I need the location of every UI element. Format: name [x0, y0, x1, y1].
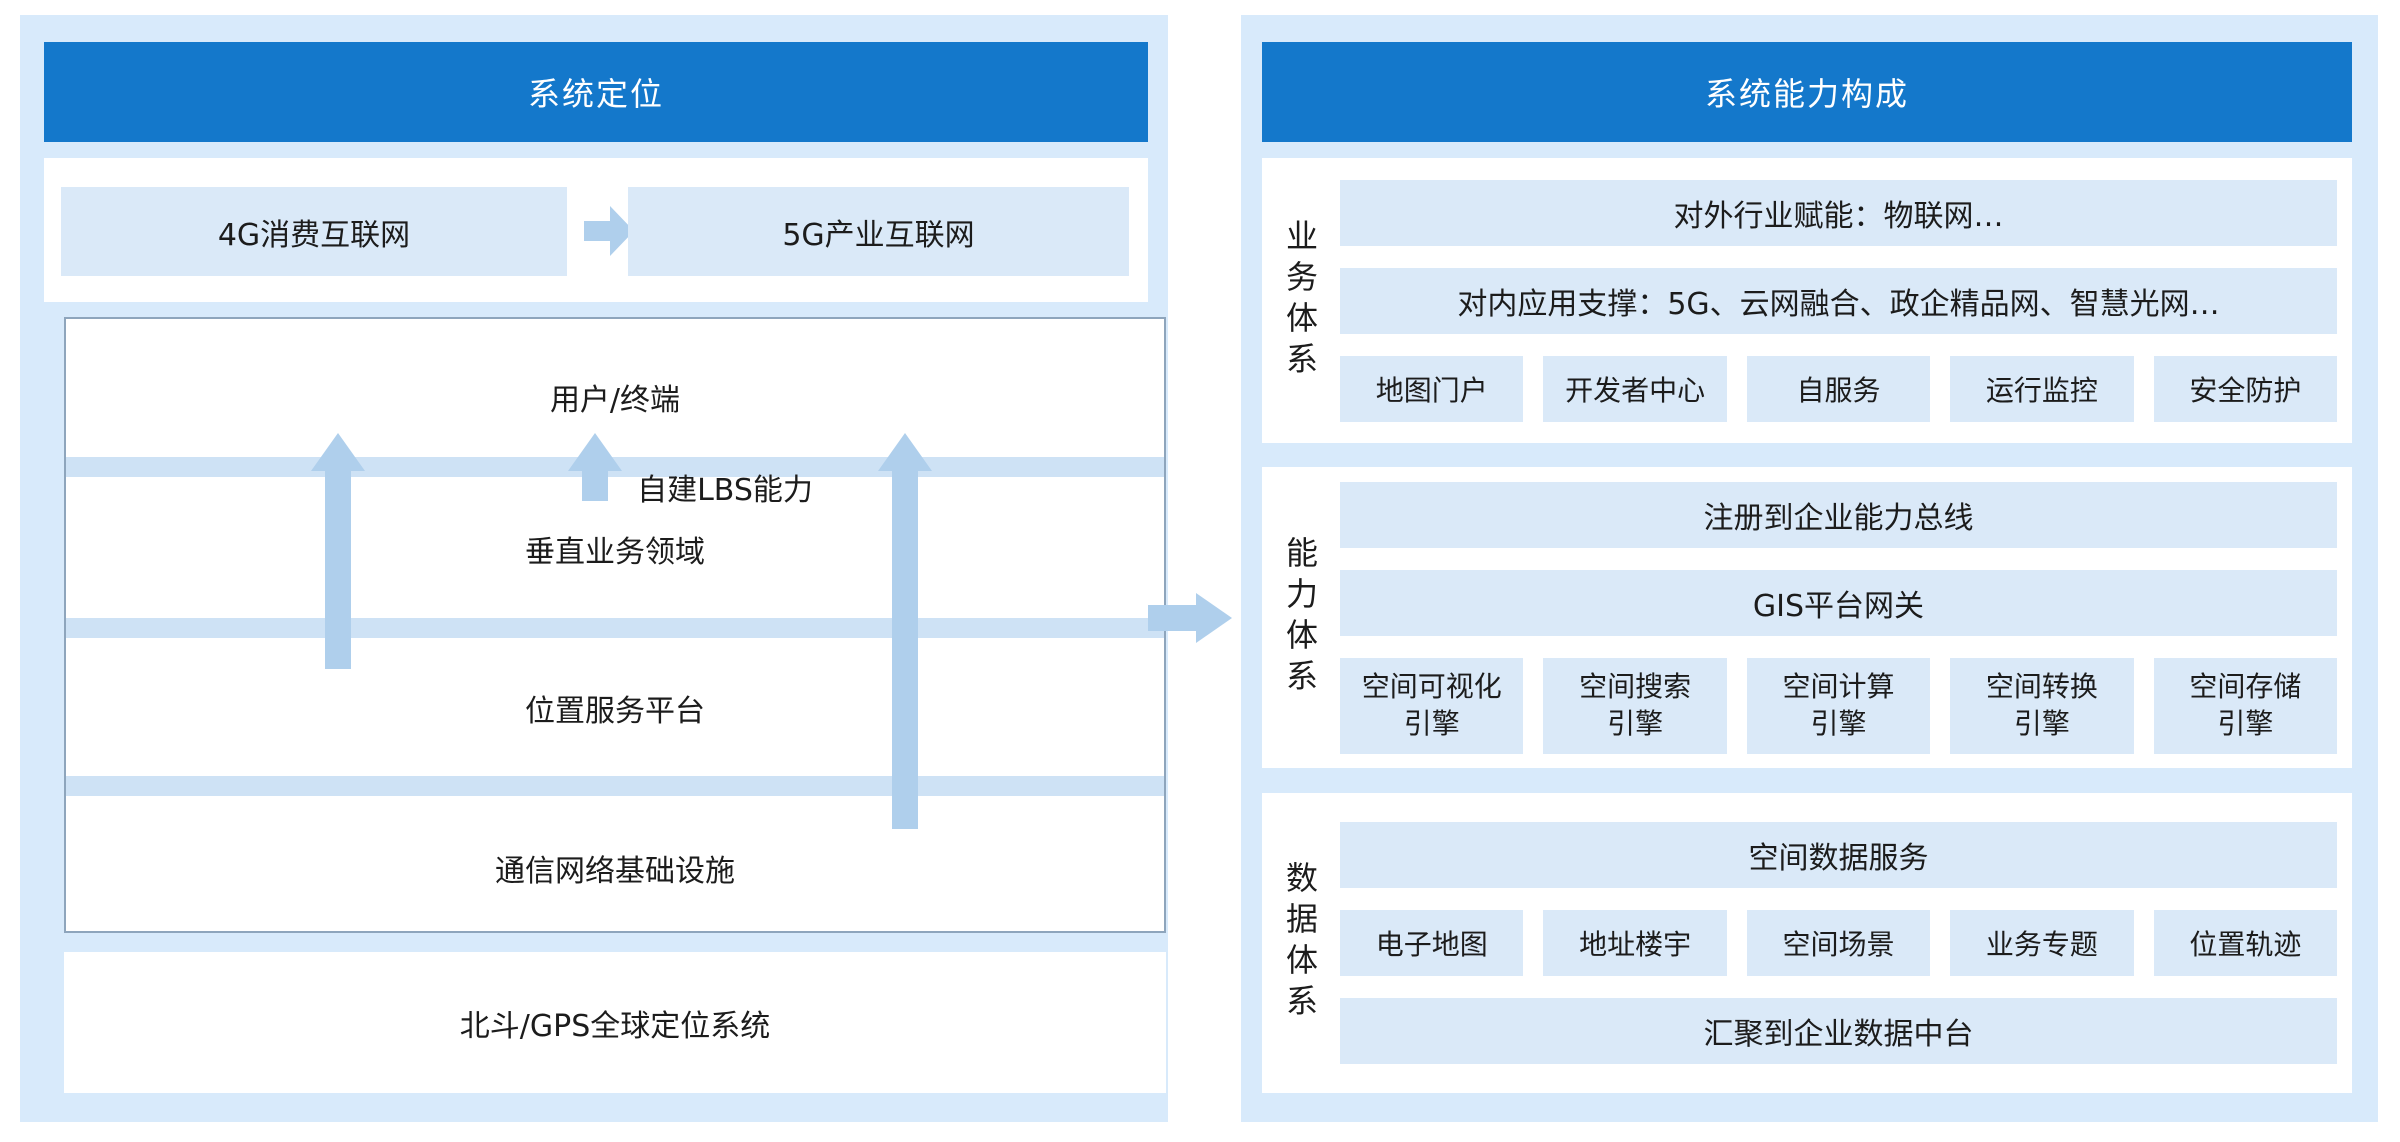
data-rows: 空间数据服务 电子地图 地址楼宇 空间场景 业务专题 位置轨迹 汇聚到企业数据中… [1340, 793, 2338, 1093]
arrow-shaft [892, 471, 918, 829]
right-panel-title: 系统能力构成 [1704, 75, 1909, 113]
business-row-external-enablement: 对外行业赋能：物联网… [1340, 179, 2337, 246]
module-developer-center: 开发者中心 [1543, 355, 1727, 422]
capability-rows: 注册到企业能力总线 GIS平台网关 空间可视化 引擎 空间搜索 引擎 空间计算 … [1340, 467, 2338, 768]
layer-label-user-terminal: 用户/终端 [549, 383, 681, 418]
arrow-head [311, 433, 365, 471]
asset-spatial-scene: 空间场景 [1746, 910, 1931, 976]
foundation-label: 北斗/GPS全球定位系统 [459, 1008, 771, 1044]
arrow-head [878, 433, 932, 471]
layer-divider-band [66, 776, 1164, 796]
arrow-shaft [584, 221, 610, 241]
evolution-5g-box: 5G产业互联网 [628, 187, 1129, 276]
engine-spatial-search: 空间搜索 引擎 [1543, 657, 1727, 754]
foundation-box: 北斗/GPS全球定位系统 [64, 952, 1166, 1093]
data-row-enterprise-data-platform: 汇聚到企业数据中台 [1340, 998, 2337, 1064]
arrow-shaft [325, 471, 351, 669]
panel-link-arrow-icon [1148, 593, 1232, 643]
module-operation-monitoring: 运行监控 [1950, 355, 2134, 422]
asset-business-topic: 业务专题 [1950, 910, 2134, 976]
business-section-label: 业务体系 [1281, 218, 1319, 383]
engine-spatial-storage: 空间存储 引擎 [2153, 657, 2338, 754]
layer-label-location-platform: 位置服务平台 [525, 694, 705, 729]
asset-address-building: 地址楼宇 [1543, 910, 1727, 976]
business-modules-row: 地图门户 开发者中心 自服务 运行监控 安全防护 [1340, 355, 2338, 422]
module-security-protection: 安全防护 [2153, 355, 2338, 422]
arrow-shaft [582, 471, 608, 501]
asset-location-trajectory: 位置轨迹 [2153, 910, 2338, 976]
data-section: 数据体系 空间数据服务 电子地图 地址楼宇 空间场景 业务专题 位置轨迹 汇聚到… [1262, 793, 2352, 1093]
business-section: 业务体系 对外行业赋能：物联网… 对内应用支撑：5G、云网融合、政企精品网、智慧… [1262, 158, 2352, 443]
layer-divider-band [66, 618, 1164, 638]
capability-row-gis-gateway: GIS平台网关 [1340, 569, 2337, 636]
layer-label-self-built-lbs: 自建LBS能力 [637, 473, 813, 508]
business-rows: 对外行业赋能：物联网… 对内应用支撑：5G、云网融合、政企精品网、智慧光网… 地… [1340, 158, 2338, 443]
capability-section-label: 能力体系 [1281, 535, 1319, 700]
up-arrow-icon [311, 433, 365, 669]
left-panel-system-positioning: 系统定位 4G消费互联网 5G产业互联网 用户/终端 自建LBS能力 垂直业务领… [20, 15, 1168, 1122]
right-panel-header: 系统能力构成 [1262, 42, 2352, 142]
evolution-row: 4G消费互联网 5G产业互联网 [44, 158, 1148, 302]
evolution-4g-box: 4G消费互联网 [61, 187, 567, 276]
data-assets-row: 电子地图 地址楼宇 空间场景 业务专题 位置轨迹 [1340, 910, 2338, 976]
module-map-portal: 地图门户 [1340, 355, 1524, 422]
layer-label-network-infrastructure: 通信网络基础设施 [495, 854, 735, 889]
business-row-internal-support: 对内应用支撑：5G、云网融合、政企精品网、智慧光网… [1340, 267, 2337, 334]
evolution-arrow-icon [584, 206, 634, 256]
left-panel-title: 系统定位 [527, 75, 664, 113]
right-panel-system-capabilities: 系统能力构成 业务体系 对外行业赋能：物联网… 对内应用支撑：5G、云网融合、政… [1241, 15, 2378, 1122]
capability-engines-row: 空间可视化 引擎 空间搜索 引擎 空间计算 引擎 空间转换 引擎 空间存储 引擎 [1340, 657, 2338, 754]
data-section-label: 数据体系 [1281, 861, 1319, 1025]
layer-stack-box: 用户/终端 自建LBS能力 垂直业务领域 位置服务平台 通信网络基础设施 [64, 317, 1166, 933]
left-panel-header: 系统定位 [44, 42, 1148, 142]
evolution-4g-label: 4G消费互联网 [217, 217, 411, 253]
engine-spatial-computing: 空间计算 引擎 [1746, 657, 1931, 754]
arrow-shaft [1148, 605, 1196, 631]
module-self-service: 自服务 [1746, 355, 1931, 422]
up-arrow-icon [878, 433, 932, 829]
asset-electronic-map: 电子地图 [1340, 910, 1524, 976]
up-arrow-icon [568, 433, 622, 501]
engine-spatial-conversion: 空间转换 引擎 [1950, 657, 2134, 754]
capability-section: 能力体系 注册到企业能力总线 GIS平台网关 空间可视化 引擎 空间搜索 引擎 … [1262, 467, 2352, 768]
data-row-spatial-data-service: 空间数据服务 [1340, 822, 2337, 888]
arrow-head [1196, 593, 1232, 643]
evolution-5g-label: 5G产业互联网 [782, 217, 975, 253]
arrow-head [568, 433, 622, 471]
layer-label-vertical-business: 垂直业务领域 [525, 535, 705, 570]
engine-spatial-visualization: 空间可视化 引擎 [1340, 657, 1524, 754]
capability-row-enterprise-bus: 注册到企业能力总线 [1340, 481, 2337, 548]
